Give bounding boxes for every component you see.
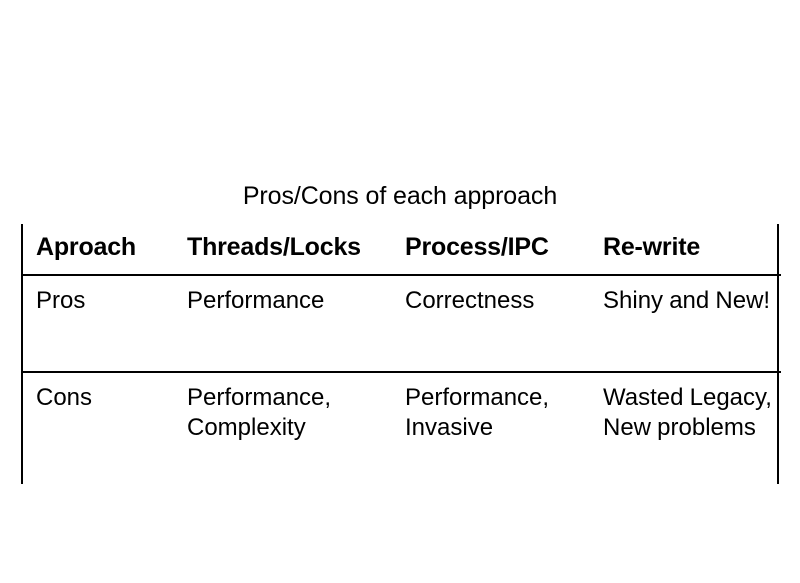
- table-header-row: Aproach Threads/Locks Process/IPC Re-wri…: [23, 224, 781, 276]
- table-header-cell-approach: Aproach: [23, 224, 174, 276]
- cell-value: Shiny and New!: [603, 287, 771, 314]
- row-label: Cons: [36, 384, 93, 411]
- cell-value: Performance: [187, 287, 325, 314]
- table-row: Pros Performance Correctness Shiny and N…: [23, 275, 781, 373]
- table-cell-row-label: Cons: [23, 372, 174, 486]
- cell-value: Performance, Invasive: [405, 384, 550, 442]
- table-header-cell-process-ipc: Process/IPC: [392, 224, 590, 276]
- table-header-cell-threads-locks: Threads/Locks: [174, 224, 392, 276]
- column-header-label: Re-write: [603, 233, 701, 261]
- table-cell-pros-rewrite: Shiny and New!: [590, 275, 781, 373]
- table-header-cell-rewrite: Re-write: [590, 224, 781, 276]
- table: Aproach Threads/Locks Process/IPC Re-wri…: [23, 224, 781, 486]
- table-cell-row-label: Pros: [23, 275, 174, 373]
- column-header-label: Threads/Locks: [187, 233, 361, 261]
- pros-cons-table: Aproach Threads/Locks Process/IPC Re-wri…: [21, 224, 781, 486]
- page-title: Pros/Cons of each approach: [242, 182, 558, 210]
- column-header-label: Process/IPC: [405, 233, 549, 261]
- table-cell-cons-process-ipc: Performance, Invasive: [392, 372, 590, 486]
- row-label: Pros: [36, 287, 86, 314]
- cell-value: Performance, Complexity: [187, 384, 332, 442]
- cell-value: Wasted Legacy, New problems: [603, 384, 772, 442]
- table-cell-pros-process-ipc: Correctness: [392, 275, 590, 373]
- table-row: Cons Performance, Complexity Performance…: [23, 372, 781, 486]
- table-cell-cons-threads-locks: Performance, Complexity: [174, 372, 392, 486]
- column-header-label: Aproach: [36, 233, 137, 261]
- table-cell-cons-rewrite: Wasted Legacy, New problems: [590, 372, 781, 486]
- table-cell-pros-threads-locks: Performance: [174, 275, 392, 373]
- cell-value: Correctness: [405, 287, 535, 314]
